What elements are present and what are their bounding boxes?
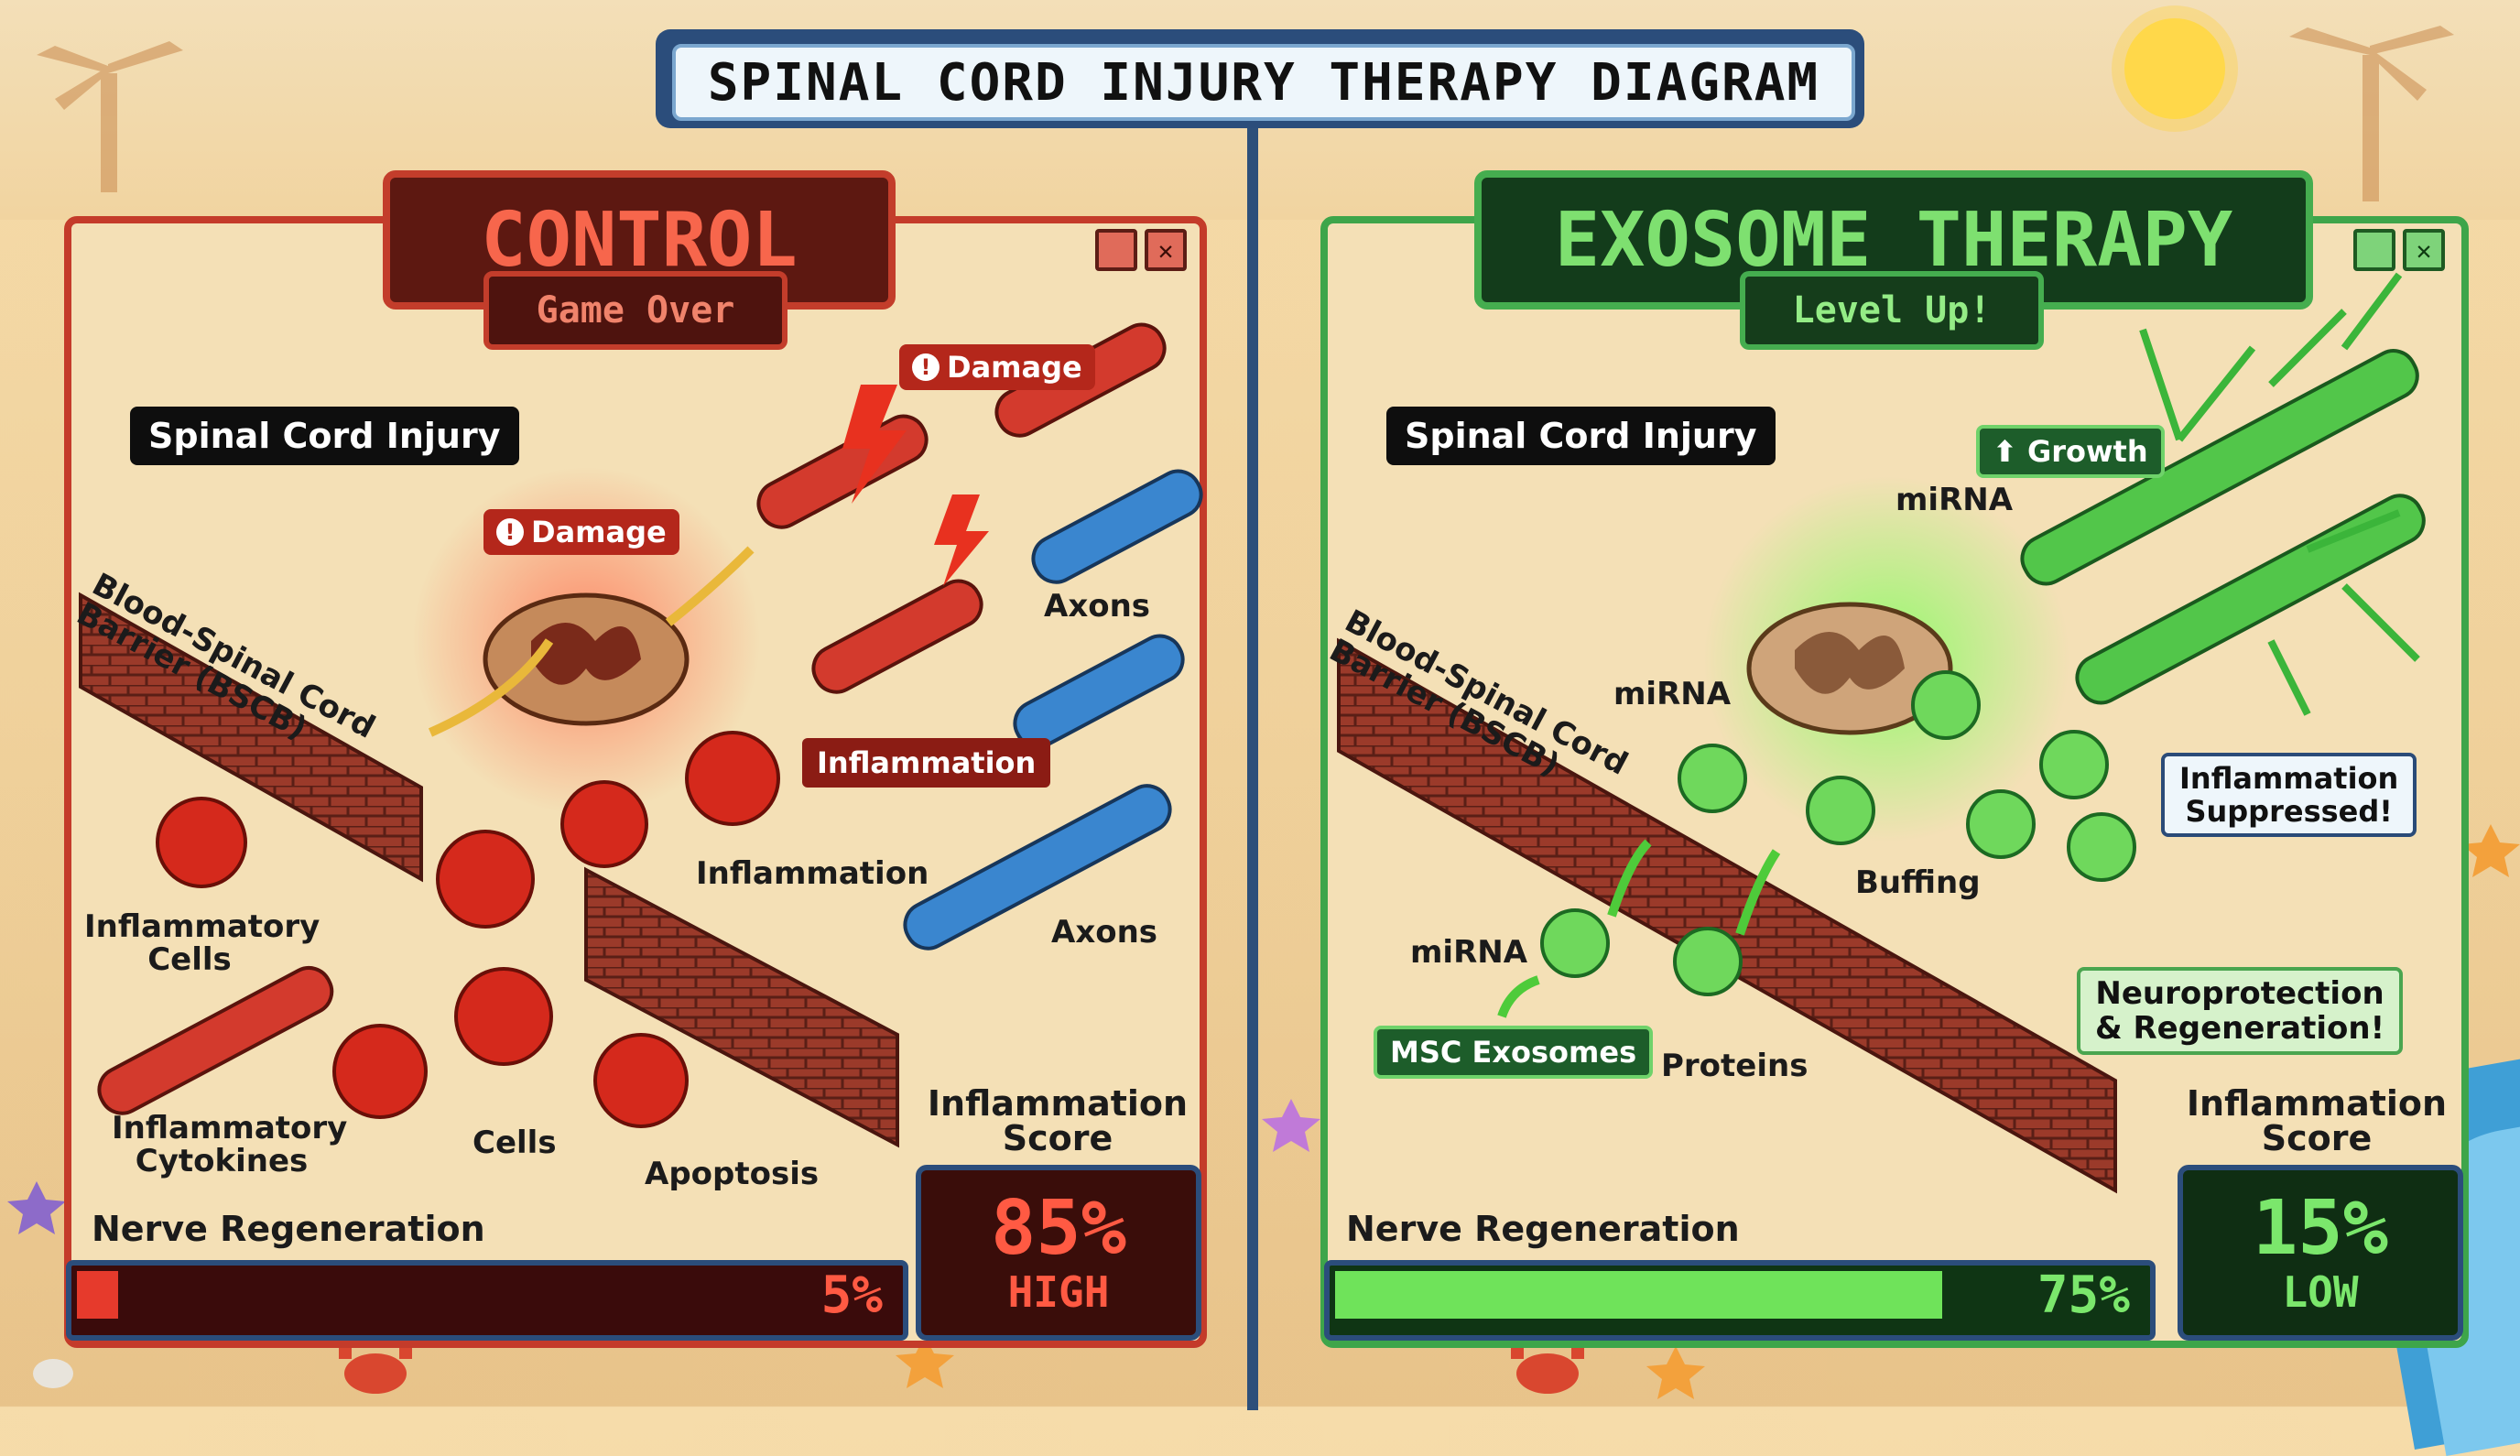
inflammation-score-level: LOW [2282,1267,2359,1317]
injury-label: Spinal Cord Injury [1386,407,1776,465]
inflammation-score-level: HIGH [1007,1267,1110,1317]
starfish-icon [1262,1099,1320,1152]
close-button[interactable]: ✕ [1145,229,1187,271]
beach-decor-layer [7,26,2520,1399]
close-button[interactable]: ✕ [2403,229,2445,271]
mirna-label: miRNA [1410,934,1528,971]
close-icon: ✕ [2416,234,2432,266]
regenerated-axons [2020,349,2426,705]
therapy-subheader: Level Up! [1740,271,2044,350]
damage-badge: !Damage [899,344,1095,390]
crab-icon [339,1346,412,1394]
inflammatory-cytokines-label: Inflammatory Cytokines [112,1110,348,1179]
axon-branches [2139,272,2420,716]
page-title: SPINAL CORD INJURY THERAPY DIAGRAM [672,44,1855,121]
inflammation-score-box: 15% LOW [2178,1165,2463,1341]
msc-exosomes-label: MSC Exosomes [1374,1026,1654,1079]
crab-icon [1511,1346,1584,1394]
starfish-icon [1646,1346,1705,1399]
lightning-icon [842,385,989,586]
nerve-regeneration-label: Nerve Regeneration [92,1209,485,1249]
center-divider [1247,128,1258,1410]
nerve-regeneration-bar: 75% [1324,1260,2156,1341]
palm-tree-icon [37,41,183,192]
axons-label: Axons [1044,588,1151,625]
arrow-up-icon: ⬆ [1993,434,2027,469]
nerve-regeneration-label: Nerve Regeneration [1346,1209,1740,1249]
bscb-wall [79,592,423,883]
exosome-icon [1540,670,2136,996]
palm-tree-icon [2289,26,2454,201]
inflammation-score-value: 85% [990,1185,1127,1272]
inflammation-score-box: 85% HIGH [916,1165,1201,1341]
alert-icon: ! [912,353,940,381]
score-label: Inflammation Score [927,1083,1189,1158]
minimize-button[interactable] [2353,229,2395,271]
alert-icon: ! [496,518,524,546]
mirna-label: miRNA [1895,482,2014,518]
proteins-label: Proteins [1661,1048,1809,1084]
control-subheader: Game Over [483,271,788,350]
arrow-icon [1497,839,1781,1018]
minimize-button[interactable] [1095,229,1137,271]
score-label: Inflammation Score [2186,1083,2448,1158]
close-icon: ✕ [1157,234,1174,266]
starfish-icon [2461,824,2520,877]
inflammation-label: Inflammation [696,855,929,892]
nerve-regeneration-fill [77,1271,118,1319]
inflammation-badge: Inflammation [802,738,1051,788]
nerve-regeneration-bar: 5% [66,1260,908,1341]
nerve-regeneration-value: 5% [820,1265,883,1325]
bscb-wall-broken [584,866,899,1148]
neuroprotection-callout: Neuroprotection & Regeneration! [2077,967,2404,1055]
cells-label: Cells [472,1125,557,1161]
shell-icon [33,1359,73,1388]
axons-label: Axons [1051,914,1158,951]
nerve-regeneration-value: 75% [2037,1265,2130,1325]
inflammatory-cells-label: Inflammatory Cells [84,908,320,978]
growth-badge: ⬆ Growth [1976,425,2165,478]
sun-icon [2124,18,2225,119]
inflammatory-cell-icon [156,731,780,1128]
healthy-axons [903,469,1203,951]
injury-label: Spinal Cord Injury [130,407,519,465]
damage-badge: !Damage [483,509,679,555]
apoptosis-label: Apoptosis [645,1156,820,1192]
buffing-label: Buffing [1855,864,1981,901]
starfish-icon [7,1181,66,1234]
mirna-label: miRNA [1613,676,1732,712]
inflammation-score-value: 15% [2252,1185,2389,1272]
starfish-icon [896,1335,954,1388]
inflammation-suppressed-callout: Inflammation Suppressed! [2161,753,2417,837]
bscb-wall [1337,637,2117,1194]
nerve-regeneration-fill [1335,1271,1942,1319]
